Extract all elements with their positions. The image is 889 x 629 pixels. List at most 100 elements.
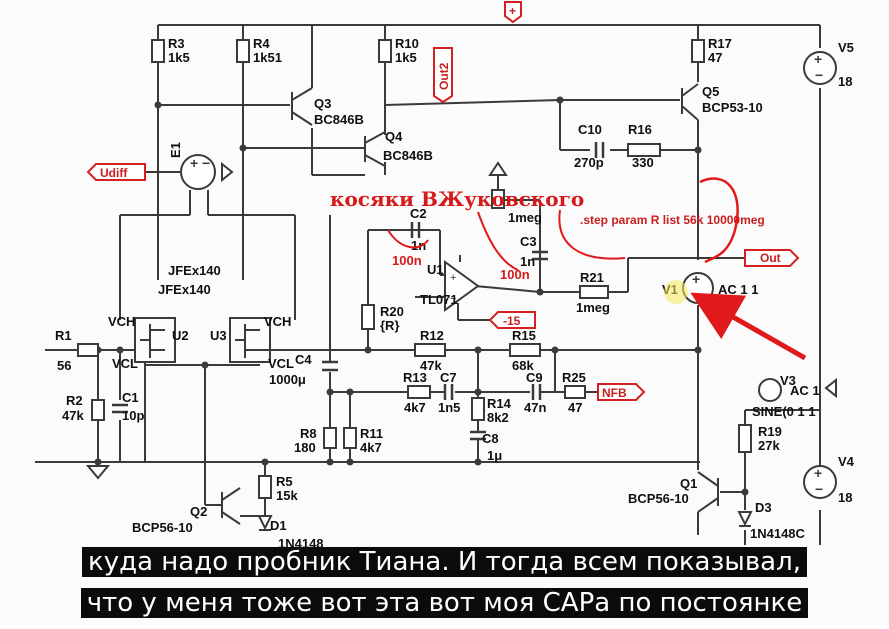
r12-name: R12 xyxy=(420,328,444,343)
u3-vch: VCH xyxy=(264,314,291,329)
c2-value: 1n xyxy=(411,238,426,253)
r14-value: 8k2 xyxy=(487,410,509,425)
c10-name: C10 xyxy=(578,122,602,137)
r4-value: 1k51 xyxy=(253,50,282,65)
svg-text:+: + xyxy=(814,51,822,67)
c8-name: C8 xyxy=(482,431,499,446)
r14-body xyxy=(471,397,485,421)
red-curve-c3 xyxy=(477,211,519,271)
sources xyxy=(180,51,837,499)
c9-value: 47n xyxy=(524,400,546,415)
svg-text:−: − xyxy=(693,286,701,302)
r17-value: 47 xyxy=(708,50,722,65)
r8-name: R8 xyxy=(300,426,317,441)
subtitle-line-2-text: что у меня тоже вот эта вот моя САРа по … xyxy=(80,588,809,618)
subtitle-line-1: куда надо пробник Тиана. И тогда всем по… xyxy=(0,546,889,578)
r19-body xyxy=(738,424,752,453)
r21-value: 1meg xyxy=(576,300,610,315)
q4-value: BC846B xyxy=(383,148,433,163)
net-out2-text: Out2 xyxy=(437,62,451,90)
u2-vcl: VCL xyxy=(112,356,138,371)
r10-value: 1k5 xyxy=(395,50,417,65)
red-annotations: косяки ВЖуковского 100n 100n .step param… xyxy=(330,177,807,361)
r1-body xyxy=(77,343,99,357)
red-curve-right xyxy=(699,177,739,264)
r11-value: 4k7 xyxy=(360,440,382,455)
r13-name: R13 xyxy=(403,370,427,385)
v4-circle xyxy=(803,465,837,499)
wires xyxy=(35,24,821,545)
q3-value: BC846B xyxy=(314,112,364,127)
net-minus15: -15 xyxy=(488,311,536,329)
c3-note: 100n xyxy=(500,267,530,282)
net-nfb: NFB xyxy=(597,383,646,401)
r8-value: 180 xyxy=(294,440,316,455)
u2-vch: VCH xyxy=(108,314,135,329)
capacitors xyxy=(112,142,605,441)
r17-body xyxy=(691,39,705,63)
v5-value: 18 xyxy=(838,74,852,89)
c1-value: 10p xyxy=(122,408,144,423)
r19-name: R19 xyxy=(758,424,782,439)
c9-name: C9 xyxy=(526,370,543,385)
svg-text:+: + xyxy=(814,465,822,481)
r3-name: R3 xyxy=(168,36,185,51)
net-out2: Out2 xyxy=(433,47,453,104)
v3-name: V3 xyxy=(780,373,796,388)
c3-value: 1n xyxy=(520,254,535,269)
q3-name: Q3 xyxy=(314,96,331,111)
d3-value: 1N4148C xyxy=(750,526,806,541)
red-arrow xyxy=(690,292,807,361)
q4-name: Q4 xyxy=(385,129,403,144)
svg-text:+: + xyxy=(692,271,700,287)
handwritten-title: косяки ВЖуковского xyxy=(330,187,584,211)
r2-value: 47k xyxy=(62,408,84,423)
e1-name: E1 xyxy=(168,142,183,158)
r16-name: R16 xyxy=(628,122,652,137)
v3-extra: AC 1 xyxy=(790,383,820,398)
r19-value: 27k xyxy=(758,438,780,453)
net-out: Out xyxy=(744,249,800,267)
c8-value: 1μ xyxy=(487,448,502,463)
jfet-value-2: JFEx140 xyxy=(158,282,211,297)
q5-name: Q5 xyxy=(702,84,719,99)
svg-text:+: + xyxy=(450,272,456,284)
jfet-u2 xyxy=(134,317,176,363)
u1-value: TL071 xyxy=(420,292,458,307)
svg-text:−: − xyxy=(202,155,210,171)
r25-name: R25 xyxy=(562,370,586,385)
r13-value: 4k7 xyxy=(404,400,426,415)
net-nfb-text: NFB xyxy=(602,386,627,400)
r15-name: R15 xyxy=(512,328,536,343)
r17-name: R17 xyxy=(708,36,732,51)
r2-body xyxy=(91,399,105,421)
r25-value: 47 xyxy=(568,400,582,415)
net-labels: + Out2 Udiff Out -15 NFB xyxy=(86,1,800,401)
r21-name: R21 xyxy=(580,270,604,285)
r11-name: R11 xyxy=(360,426,383,441)
c7-name: C7 xyxy=(440,370,457,385)
d1-name: D1 xyxy=(270,518,287,533)
d3-name: D3 xyxy=(755,500,772,515)
step-directive: .step param R list 56k 10000meg xyxy=(580,213,765,227)
v5-circle xyxy=(803,51,837,85)
c2-name: C2 xyxy=(410,206,427,221)
transistors xyxy=(205,83,719,525)
r13-body xyxy=(407,385,431,399)
c1-name: C1 xyxy=(122,390,139,405)
r5-body xyxy=(258,475,272,499)
cursor-highlight xyxy=(664,280,688,304)
r10-name: R10 xyxy=(395,36,419,51)
r25-body xyxy=(564,385,586,399)
junctions xyxy=(94,96,749,496)
v4-name: V4 xyxy=(838,454,855,469)
r-1meg-top-body xyxy=(491,189,505,209)
u3-name: U3 xyxy=(210,328,227,343)
opamp-u1: + − xyxy=(444,260,480,312)
r5-value: 15k xyxy=(276,488,298,503)
red-curve-c2 xyxy=(387,229,429,249)
q5-value: BCP53-10 xyxy=(702,100,763,115)
e1-circle xyxy=(180,154,216,190)
